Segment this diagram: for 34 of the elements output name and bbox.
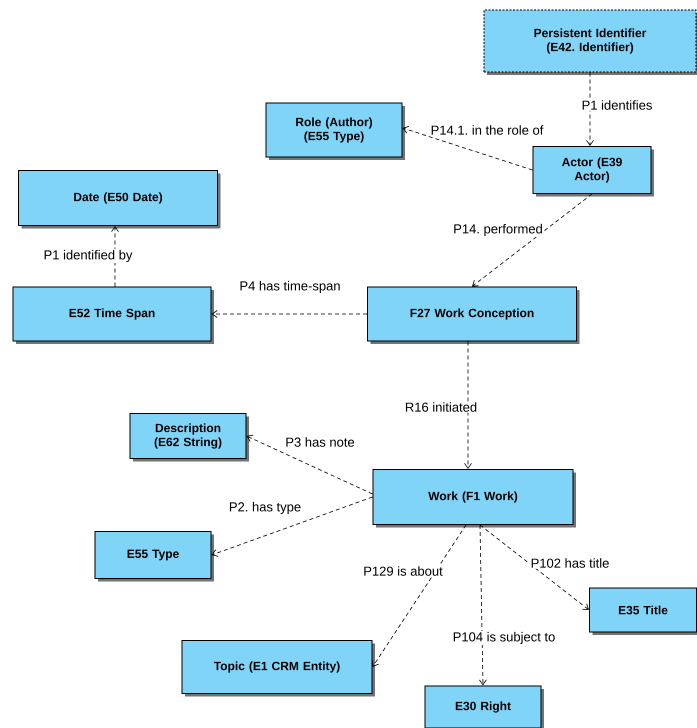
edge-label: P4 has time-span bbox=[238, 280, 342, 294]
edge-label: P1 identifies bbox=[580, 99, 654, 111]
edge-label: P102 has title bbox=[530, 557, 610, 569]
class-box: E30 Right bbox=[424, 686, 544, 728]
class-box: Date (E50 Date) bbox=[18, 170, 220, 228]
class-box: Work (F1 Work) bbox=[372, 469, 576, 528]
class-box: E52 Time Span bbox=[12, 286, 214, 344]
class-box: E55 Type bbox=[94, 531, 214, 582]
arrow bbox=[586, 72, 594, 146]
class-box: E35 Title bbox=[589, 588, 697, 635]
edge-label: P14. performed bbox=[452, 222, 544, 238]
edge-label: R16 initiated bbox=[404, 401, 478, 413]
edge-label: P14.1. in the role of bbox=[430, 124, 544, 136]
edge-label: P2. has type bbox=[228, 500, 302, 516]
edge-label: P3 has note bbox=[284, 436, 356, 448]
arrow bbox=[246, 434, 373, 494]
arrow bbox=[212, 310, 368, 318]
edge-label: P129 is about bbox=[362, 565, 444, 577]
arrow bbox=[402, 126, 533, 170]
arrow bbox=[212, 496, 373, 557]
class-box: Persistent Identifier (E42. Identifier) bbox=[484, 10, 697, 75]
class-box: Description (E62 String) bbox=[130, 413, 249, 462]
class-box: F27 Work Conception bbox=[367, 286, 580, 344]
arrow bbox=[464, 341, 472, 469]
class-box: Actor (E39 Actor) bbox=[532, 146, 654, 196]
arrow bbox=[111, 226, 119, 287]
arrow bbox=[480, 524, 589, 610]
arrow bbox=[372, 524, 466, 667]
arrow bbox=[472, 194, 592, 286]
class-box: Topic (E1 CRM Entity) bbox=[182, 640, 375, 696]
edge-label: P1 identified by bbox=[42, 248, 134, 264]
arrow bbox=[479, 524, 487, 686]
edge-label: P104 is subject to bbox=[452, 630, 556, 646]
class-box: Role (Author) (E55 Type) bbox=[266, 102, 405, 160]
